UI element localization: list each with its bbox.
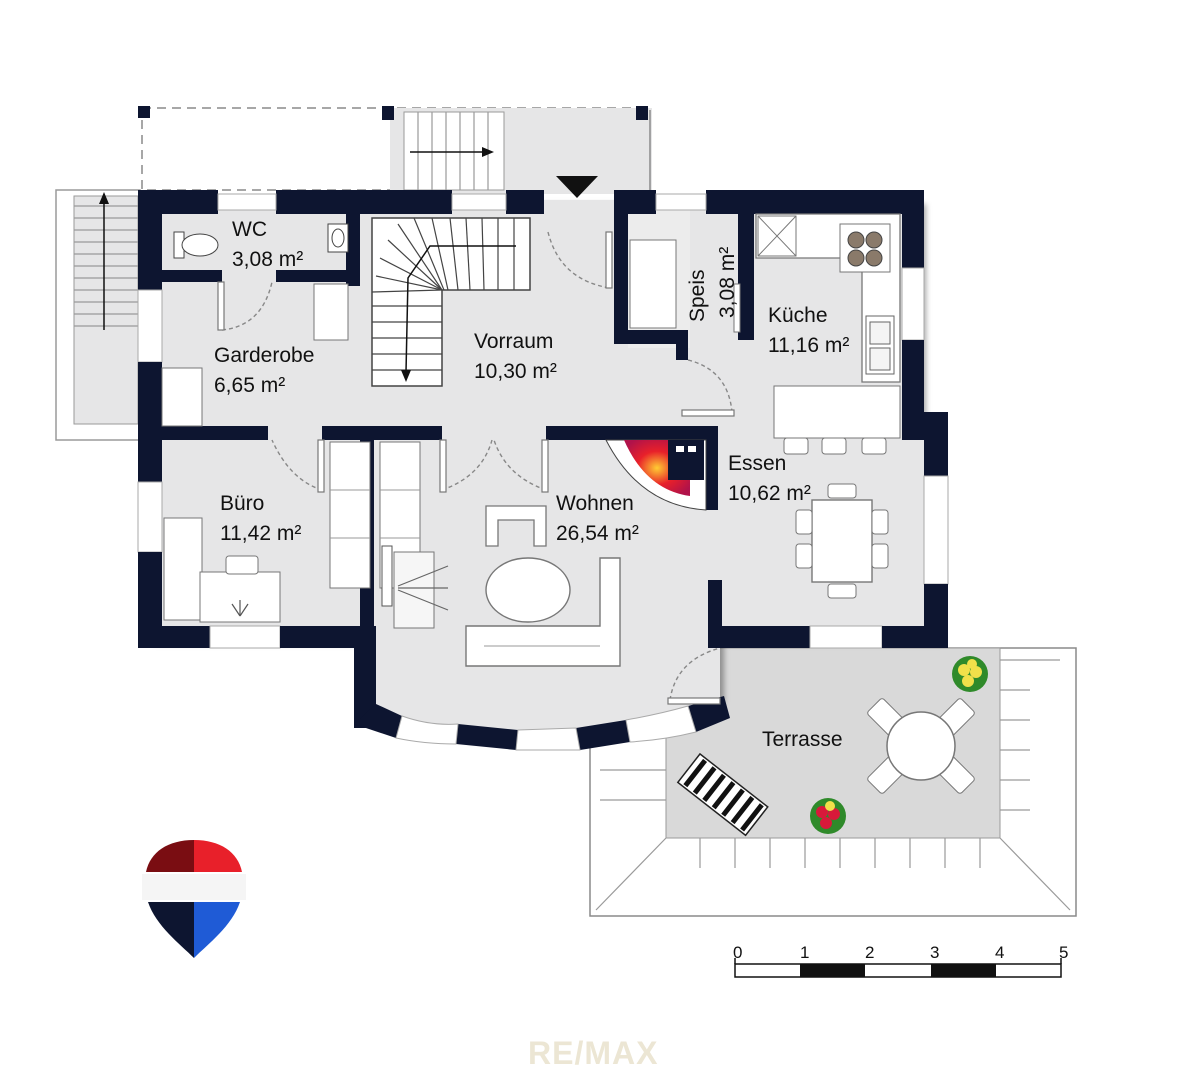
scale-tick-3: 3 xyxy=(930,943,939,962)
sink-icon xyxy=(327,223,349,253)
toilet-icon xyxy=(173,231,219,259)
entrance-area xyxy=(138,106,652,198)
living-room-furniture xyxy=(329,441,621,667)
room-area-wc: 3,08 m² xyxy=(232,248,303,271)
room-name-kueche: Küche xyxy=(768,304,828,327)
scale-tick-0: 0 xyxy=(733,943,742,962)
scale-tick-4: 4 xyxy=(995,943,1004,962)
room-area-vorraum: 10,30 m² xyxy=(474,360,557,383)
pantry-door xyxy=(733,283,741,333)
scale-tick-2: 2 xyxy=(865,943,874,962)
room-area-speis: 3,08 m² xyxy=(716,247,739,318)
sun-lounger-icon xyxy=(676,752,769,837)
garderobe-cabinet xyxy=(313,283,349,341)
room-name-garderobe: Garderobe xyxy=(214,344,314,367)
doors xyxy=(221,231,733,701)
garderobe-bench xyxy=(161,367,203,427)
room-name-speis: Speis xyxy=(686,269,709,322)
fireplace-icon xyxy=(605,439,707,511)
interior-stair xyxy=(371,217,531,387)
room-name-vorraum: Vorraum xyxy=(474,330,553,353)
outdoor-stair-left xyxy=(55,189,141,441)
room-area-wohnen: 26,54 m² xyxy=(556,522,639,545)
room-name-buero: Büro xyxy=(220,492,264,515)
room-area-garderobe: 6,65 m² xyxy=(214,374,285,397)
dining-table xyxy=(795,483,889,599)
terrace-table xyxy=(867,698,975,794)
flower-pot-icon xyxy=(810,798,846,834)
scale-bar: 0 1 2 3 4 5 xyxy=(733,943,1068,978)
room-name-wc: WC xyxy=(232,218,267,241)
pantry-shelf xyxy=(629,239,677,329)
kitchen-sink-icon xyxy=(865,315,895,375)
room-name-essen: Essen xyxy=(728,452,786,475)
scale-tick-5: 5 xyxy=(1059,943,1068,962)
flower-pot-icon xyxy=(952,656,988,692)
scale-tick-1: 1 xyxy=(800,943,809,962)
cooktop-icon xyxy=(839,223,891,273)
room-area-buero: 11,42 m² xyxy=(220,522,301,545)
watermark-text: RE/MAX xyxy=(528,1035,658,1071)
room-name-terrasse: Terrasse xyxy=(762,728,843,751)
remax-balloon-logo xyxy=(142,840,246,958)
walls xyxy=(137,190,949,751)
room-labels: WC 3,08 m² Speis 3,08 m² Küche 11,16 m² … xyxy=(214,218,849,751)
room-name-wohnen: Wohnen xyxy=(556,492,634,515)
room-area-kueche: 11,16 m² xyxy=(768,334,849,357)
room-area-essen: 10,62 m² xyxy=(728,482,811,505)
entrance-arrow-icon xyxy=(556,176,598,198)
office-desk xyxy=(163,517,281,623)
